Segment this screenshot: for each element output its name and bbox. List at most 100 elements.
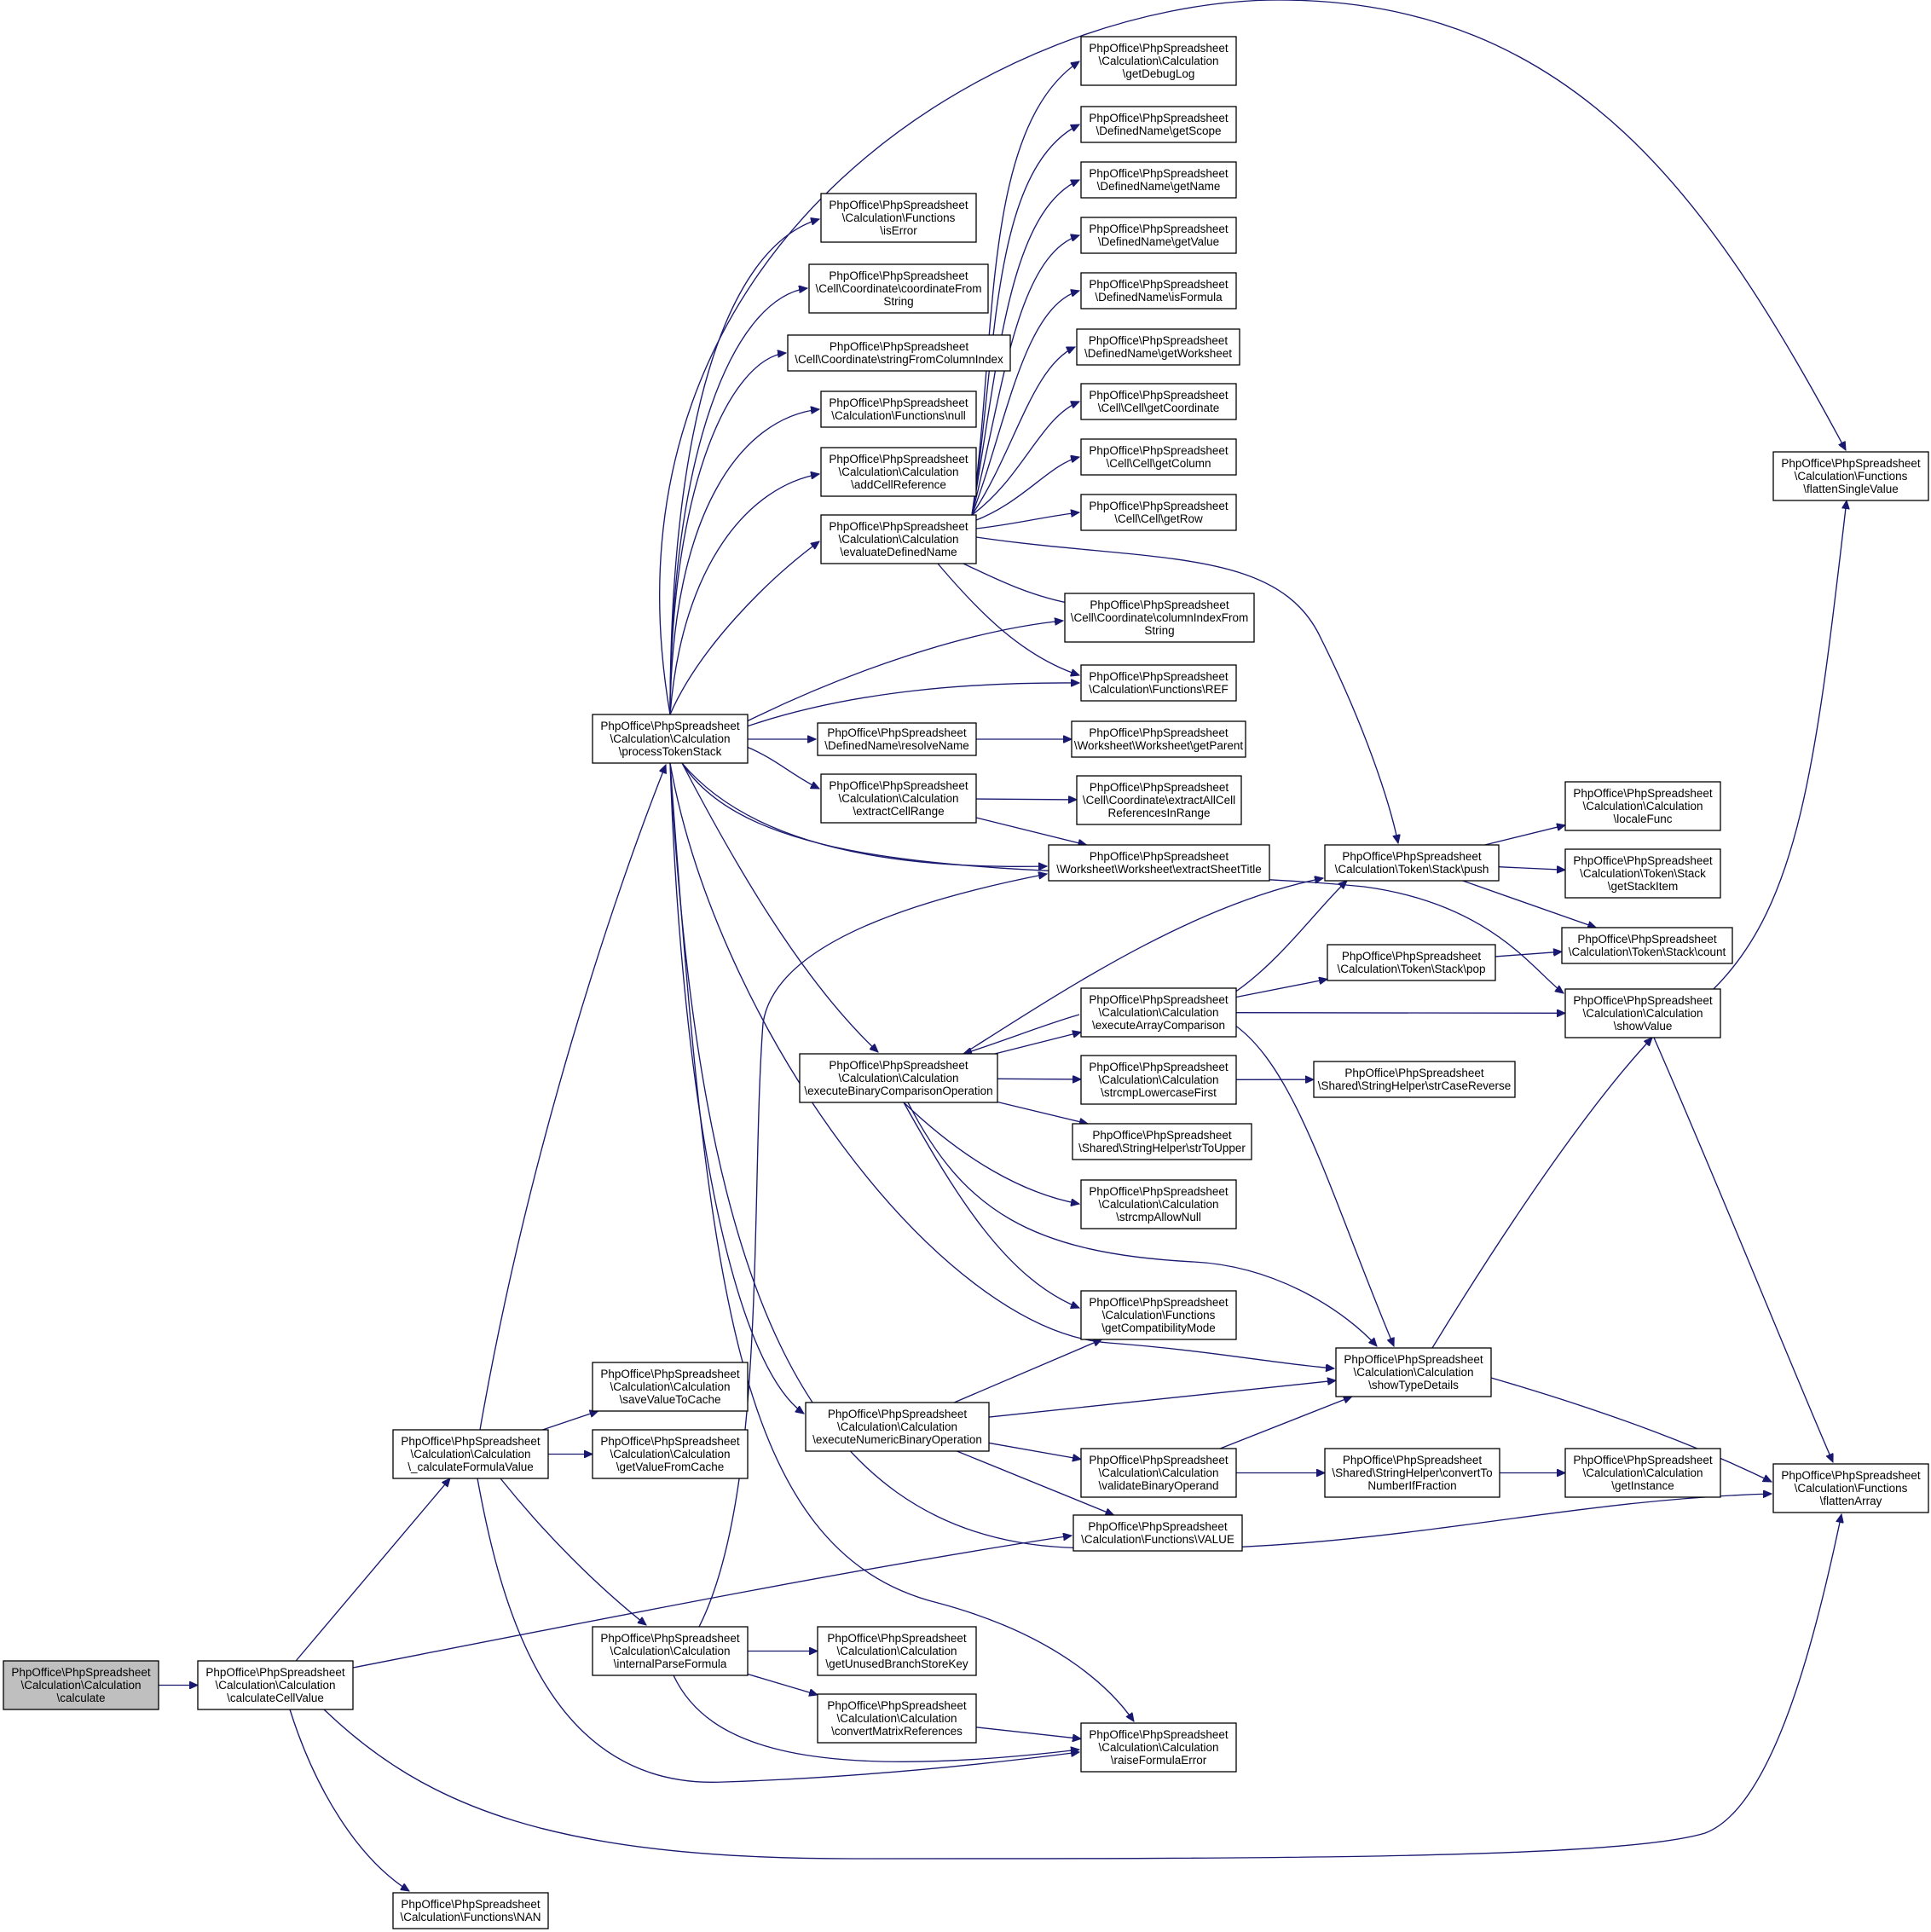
node-box[interactable]	[1076, 328, 1240, 366]
node-box[interactable]	[1772, 451, 1929, 501]
node-box[interactable]	[592, 1626, 749, 1676]
node-calculate-cell-value[interactable]: PhpOffice\PhpSpreadsheet\Calculation\Cal…	[197, 1660, 354, 1710]
node-box[interactable]	[1080, 438, 1237, 476]
node-coordinate-from-string[interactable]: PhpOffice\PhpSpreadsheet\Cell\Coordinate…	[808, 263, 989, 314]
node-extract-cell-range[interactable]: PhpOffice\PhpSpreadsheet\Calculation\Cal…	[820, 773, 977, 824]
node-box[interactable]	[1561, 927, 1733, 964]
node-str-case-reverse[interactable]: PhpOffice\PhpSpreadsheet\Shared\StringHe…	[1313, 1061, 1516, 1098]
node-get-unused-branch-store-key[interactable]: PhpOffice\PhpSpreadsheet\Calculation\Cal…	[817, 1626, 977, 1676]
node-get-value[interactable]: PhpOffice\PhpSpreadsheet\DefinedName\get…	[1080, 217, 1237, 254]
node-ref[interactable]: PhpOffice\PhpSpreadsheet\Calculation\Fun…	[1080, 664, 1237, 702]
node-get-scope[interactable]: PhpOffice\PhpSpreadsheet\DefinedName\get…	[1080, 106, 1237, 143]
node-box[interactable]	[1335, 1347, 1492, 1397]
node-process-token-stack[interactable]: PhpOffice\PhpSpreadsheet\Calculation\Cal…	[592, 714, 749, 764]
node-box[interactable]	[805, 1402, 990, 1452]
node-validate-binary-operand[interactable]: PhpOffice\PhpSpreadsheet\Calculation\Cal…	[1080, 1448, 1237, 1498]
node-calculate-formula-value[interactable]: PhpOffice\PhpSpreadsheet\Calculation\Cal…	[392, 1429, 549, 1479]
node-pop[interactable]: PhpOffice\PhpSpreadsheet\Calculation\Tok…	[1327, 944, 1496, 981]
node-box[interactable]	[592, 1429, 749, 1479]
node-get-compatibility-mode[interactable]: PhpOffice\PhpSpreadsheet\Calculation\Fun…	[1080, 1290, 1237, 1340]
node-extract-sheet-title[interactable]: PhpOffice\PhpSpreadsheet\Worksheet\Works…	[1048, 844, 1270, 882]
node-strcmp-lowercase-first[interactable]: PhpOffice\PhpSpreadsheet\Calculation\Cal…	[1080, 1055, 1237, 1105]
node-count[interactable]: PhpOffice\PhpSpreadsheet\Calculation\Tok…	[1561, 927, 1733, 964]
node-execute-binary-comparison-operation[interactable]: PhpOffice\PhpSpreadsheet\Calculation\Cal…	[799, 1053, 998, 1103]
node-column-index-from-string[interactable]: PhpOffice\PhpSpreadsheet\Cell\Coordinate…	[1064, 593, 1255, 643]
node-show-type-details[interactable]: PhpOffice\PhpSpreadsheet\Calculation\Cal…	[1335, 1347, 1492, 1397]
node-box[interactable]	[820, 773, 977, 824]
node-execute-array-comparison[interactable]: PhpOffice\PhpSpreadsheet\Calculation\Cal…	[1080, 987, 1237, 1038]
node-box[interactable]	[820, 514, 977, 564]
node-box[interactable]	[1324, 1448, 1500, 1498]
node-box[interactable]	[1080, 272, 1237, 309]
node-box[interactable]	[592, 714, 749, 764]
node-box[interactable]	[1080, 383, 1237, 420]
node-get-column[interactable]: PhpOffice\PhpSpreadsheet\Cell\Cell\getCo…	[1080, 438, 1237, 476]
node-string-from-column-index[interactable]: PhpOffice\PhpSpreadsheet\Cell\Coordinate…	[787, 334, 1011, 372]
node-is-error[interactable]: PhpOffice\PhpSpreadsheet\Calculation\Fun…	[820, 193, 977, 243]
node-box[interactable]	[1080, 161, 1237, 199]
node-box[interactable]	[1772, 1463, 1929, 1513]
node-box[interactable]	[1080, 1448, 1237, 1498]
node-internal-parse-formula[interactable]: PhpOffice\PhpSpreadsheet\Calculation\Cal…	[592, 1626, 749, 1676]
node-get-worksheet[interactable]: PhpOffice\PhpSpreadsheet\DefinedName\get…	[1076, 328, 1240, 366]
node-box[interactable]	[1076, 775, 1242, 825]
node-box[interactable]	[1080, 987, 1237, 1038]
node-box[interactable]	[799, 1053, 998, 1103]
node-box[interactable]	[1313, 1061, 1516, 1098]
node-box[interactable]	[787, 334, 1011, 372]
node-box[interactable]	[1072, 1123, 1252, 1160]
node-get-row[interactable]: PhpOffice\PhpSpreadsheet\Cell\Cell\getRo…	[1080, 494, 1237, 531]
node-box[interactable]	[392, 1892, 549, 1929]
node-is-formula[interactable]: PhpOffice\PhpSpreadsheet\DefinedName\isF…	[1080, 272, 1237, 309]
node-box[interactable]	[1080, 1290, 1237, 1340]
node-convert-matrix-references[interactable]: PhpOffice\PhpSpreadsheet\Calculation\Cal…	[817, 1693, 977, 1744]
node-save-value-to-cache[interactable]: PhpOffice\PhpSpreadsheet\Calculation\Cal…	[592, 1362, 749, 1412]
node-flatten-array[interactable]: PhpOffice\PhpSpreadsheet\Calculation\Fun…	[1772, 1463, 1929, 1513]
node-execute-numeric-binary-operation[interactable]: PhpOffice\PhpSpreadsheet\Calculation\Cal…	[805, 1402, 990, 1452]
node-box[interactable]	[817, 1693, 977, 1744]
node-nan[interactable]: PhpOffice\PhpSpreadsheet\Calculation\Fun…	[392, 1892, 549, 1929]
node-box[interactable]	[1324, 844, 1500, 882]
node-box[interactable]	[1327, 944, 1496, 981]
node-box[interactable]	[1564, 848, 1721, 899]
node-box[interactable]	[1080, 36, 1237, 86]
node-get-stack-item[interactable]: PhpOffice\PhpSpreadsheet\Calculation\Tok…	[1564, 848, 1721, 899]
node-locale-func[interactable]: PhpOffice\PhpSpreadsheet\Calculation\Cal…	[1564, 781, 1721, 831]
node-get-name[interactable]: PhpOffice\PhpSpreadsheet\DefinedName\get…	[1080, 161, 1237, 199]
node-strcmp-allow-null[interactable]: PhpOffice\PhpSpreadsheet\Calculation\Cal…	[1080, 1179, 1237, 1229]
node-box[interactable]	[1064, 593, 1255, 643]
node-box[interactable]	[817, 722, 977, 756]
node-box[interactable]	[820, 390, 977, 428]
node-box[interactable]	[1564, 1448, 1721, 1498]
node-calculate[interactable]: PhpOffice\PhpSpreadsheet\Calculation\Cal…	[3, 1660, 159, 1710]
node-box[interactable]	[1080, 1055, 1237, 1105]
node-box[interactable]	[1080, 494, 1237, 531]
node-resolve-name[interactable]: PhpOffice\PhpSpreadsheet\DefinedName\res…	[817, 722, 977, 756]
node-str-to-upper[interactable]: PhpOffice\PhpSpreadsheet\Shared\StringHe…	[1072, 1123, 1252, 1160]
node-box[interactable]	[392, 1429, 549, 1479]
node-push[interactable]: PhpOffice\PhpSpreadsheet\Calculation\Tok…	[1324, 844, 1500, 882]
node-raise-formula-error[interactable]: PhpOffice\PhpSpreadsheet\Calculation\Cal…	[1080, 1722, 1237, 1773]
node-get-value-from-cache[interactable]: PhpOffice\PhpSpreadsheet\Calculation\Cal…	[592, 1429, 749, 1479]
node-get-parent[interactable]: PhpOffice\PhpSpreadsheet\Worksheet\Works…	[1071, 720, 1246, 758]
node-box[interactable]	[817, 1626, 977, 1676]
node-add-cell-reference[interactable]: PhpOffice\PhpSpreadsheet\Calculation\Cal…	[820, 447, 977, 497]
node-get-instance[interactable]: PhpOffice\PhpSpreadsheet\Calculation\Cal…	[1564, 1448, 1721, 1498]
node-get-coordinate[interactable]: PhpOffice\PhpSpreadsheet\Cell\Cell\getCo…	[1080, 383, 1237, 420]
node-box[interactable]	[1080, 664, 1237, 702]
node-box[interactable]	[1072, 1514, 1243, 1552]
node-box[interactable]	[3, 1660, 159, 1710]
node-box[interactable]	[197, 1660, 354, 1710]
node-box[interactable]	[820, 193, 977, 243]
node-box[interactable]	[592, 1362, 749, 1412]
node-evaluate-defined-name[interactable]: PhpOffice\PhpSpreadsheet\Calculation\Cal…	[820, 514, 977, 564]
node-box[interactable]	[1080, 106, 1237, 143]
node-box[interactable]	[1071, 720, 1246, 758]
node-box[interactable]	[808, 263, 989, 314]
node-box[interactable]	[1080, 217, 1237, 254]
node-box[interactable]	[1080, 1722, 1237, 1773]
node-get-debug-log[interactable]: PhpOffice\PhpSpreadsheet\Calculation\Cal…	[1080, 36, 1237, 86]
node-value[interactable]: PhpOffice\PhpSpreadsheet\Calculation\Fun…	[1072, 1514, 1243, 1552]
node-extract-all-cell-references-in-range[interactable]: PhpOffice\PhpSpreadsheet\Cell\Coordinate…	[1076, 775, 1242, 825]
node-box[interactable]	[1048, 844, 1270, 882]
